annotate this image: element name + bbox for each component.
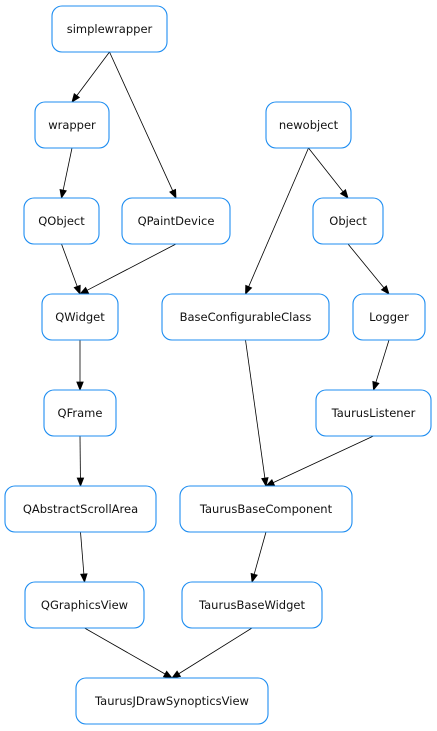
arrowhead-icon <box>59 189 67 200</box>
node-box <box>315 389 432 437</box>
node-logger[interactable]: Logger <box>352 293 426 341</box>
node-box <box>41 293 119 341</box>
node-qpaint-device[interactable]: QPaintDevice <box>121 197 231 245</box>
arrowhead-icon <box>372 380 380 392</box>
arrowhead-icon <box>171 670 182 679</box>
node-wrapper[interactable]: wrapper <box>34 101 110 149</box>
edge-wrapper-to-qobject <box>59 147 73 200</box>
node-box <box>23 197 100 245</box>
edge-qwidget-to-qframe <box>76 340 84 392</box>
edge-qgraphics-view-to-taurus-jdraw-synoptics-view <box>84 627 173 679</box>
node-box <box>4 485 157 533</box>
node-qwidget[interactable]: QWidget <box>41 293 119 341</box>
arrowhead-icon <box>380 285 390 295</box>
node-simplewrapper[interactable]: simplewrapper <box>51 5 168 53</box>
arrowhead-icon <box>250 572 258 584</box>
edge-base-configurable-class-to-taurus-base-component <box>245 339 269 488</box>
node-label: TaurusBaseComponent <box>199 502 333 516</box>
edge-qobject-to-qwidget <box>61 243 81 296</box>
edge-qpaint-device-to-qwidget <box>79 243 177 295</box>
node-label: simplewrapper <box>67 22 153 36</box>
node-taurus-base-widget[interactable]: TaurusBaseWidget <box>181 581 323 629</box>
node-box <box>265 101 352 149</box>
arrowhead-icon <box>162 670 173 679</box>
node-label: wrapper <box>48 118 96 132</box>
edge-line <box>86 243 177 291</box>
edge-simplewrapper-to-qpaint-device <box>109 51 177 199</box>
node-label: BaseConfigurableClass <box>180 310 312 324</box>
node-box <box>181 581 323 629</box>
node-object[interactable]: Object <box>312 197 384 245</box>
edge-qabstract-scroll-area-to-qgraphics-view <box>80 531 88 584</box>
edges-layer <box>59 51 390 679</box>
node-label: TaurusJDrawSynopticsView <box>94 694 249 708</box>
edge-line <box>245 339 266 479</box>
node-label: QPaintDevice <box>138 214 215 228</box>
node-box <box>34 101 110 149</box>
edge-simplewrapper-to-wrapper <box>71 51 110 103</box>
edge-line <box>80 531 85 575</box>
node-box <box>75 677 269 725</box>
arrowhead-icon <box>76 381 84 392</box>
node-base-configurable-class[interactable]: BaseConfigurableClass <box>161 293 330 341</box>
node-qframe[interactable]: QFrame <box>43 389 117 437</box>
node-box <box>312 197 384 245</box>
node-label: QFrame <box>58 406 103 420</box>
edge-qframe-to-qabstract-scroll-area <box>76 435 85 488</box>
edge-line <box>347 243 385 289</box>
node-label: Object <box>329 214 367 228</box>
edge-line <box>308 147 344 192</box>
node-label: QGraphicsView <box>41 598 128 612</box>
edge-line <box>253 531 267 575</box>
edge-line <box>62 147 73 191</box>
node-qgraphics-view[interactable]: QGraphicsView <box>24 581 145 629</box>
edge-line <box>248 147 309 287</box>
node-qabstract-scroll-area[interactable]: QAbstractScrollArea <box>4 485 157 533</box>
node-label: newobject <box>279 118 339 132</box>
edge-line <box>61 243 78 287</box>
node-box <box>24 581 145 629</box>
edge-line <box>109 51 174 191</box>
arrowhead-icon <box>339 189 349 199</box>
node-taurus-jdraw-synoptics-view[interactable]: TaurusJDrawSynopticsView <box>75 677 269 725</box>
arrowhead-icon <box>245 284 253 295</box>
edge-taurus-listener-to-taurus-base-component <box>265 435 374 487</box>
edge-newobject-to-object <box>308 147 349 199</box>
edge-line <box>273 435 374 483</box>
edge-line <box>178 627 253 675</box>
edge-taurus-base-component-to-taurus-base-widget <box>250 531 267 584</box>
node-box <box>51 5 168 53</box>
node-box <box>161 293 330 341</box>
node-qobject[interactable]: QObject <box>23 197 100 245</box>
edge-line <box>84 627 166 675</box>
node-label: Logger <box>369 310 409 324</box>
arrowhead-icon <box>71 93 81 103</box>
edge-object-to-logger <box>347 243 390 295</box>
node-label: TaurusBaseWidget <box>198 598 305 612</box>
node-label: TaurusListener <box>331 406 416 420</box>
node-label: QObject <box>38 214 85 228</box>
edge-logger-to-taurus-listener <box>372 339 390 392</box>
edge-newobject-to-base-configurable-class <box>245 147 309 295</box>
edge-line <box>76 51 110 96</box>
node-box <box>121 197 231 245</box>
node-box <box>43 389 117 437</box>
edge-line <box>375 339 390 383</box>
arrowhead-icon <box>80 573 88 584</box>
node-newobject[interactable]: newobject <box>265 101 352 149</box>
node-taurus-listener[interactable]: TaurusListener <box>315 389 432 437</box>
node-box <box>352 293 426 341</box>
node-label: QWidget <box>55 310 105 324</box>
arrowhead-icon <box>76 477 85 488</box>
arrowhead-icon <box>79 286 90 295</box>
node-label: QAbstractScrollArea <box>23 502 138 516</box>
arrowhead-icon <box>73 284 81 296</box>
edge-taurus-base-widget-to-taurus-jdraw-synoptics-view <box>171 627 253 679</box>
arrowhead-icon <box>169 188 177 199</box>
node-box <box>179 485 353 533</box>
node-taurus-base-component[interactable]: TaurusBaseComponent <box>179 485 353 533</box>
arrowhead-icon <box>261 477 269 488</box>
